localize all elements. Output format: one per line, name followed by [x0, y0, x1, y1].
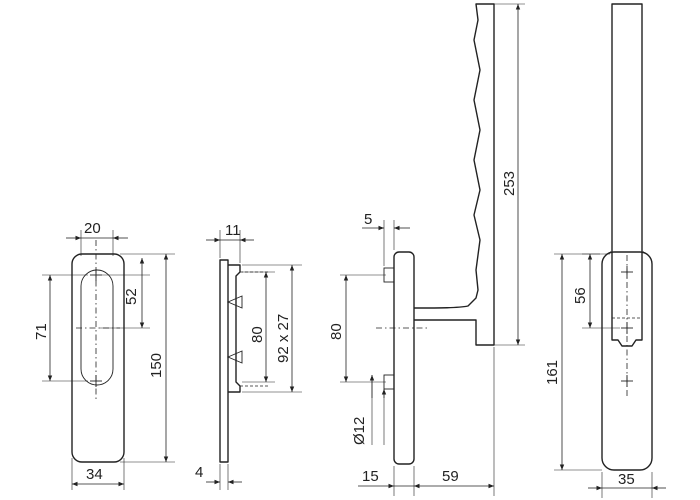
dim-handle-projection: 59 — [442, 468, 459, 485]
dim-plate-slot-length: 71 — [33, 323, 50, 340]
dim-side-depth-top: 11 — [225, 222, 241, 239]
side-section-view: 11 80 92 x 27 4 — [195, 222, 302, 490]
front-lever-outline — [611, 3, 643, 347]
dim-side-depth-bottom: 4 — [195, 464, 203, 481]
handle-lever-outline — [413, 3, 495, 346]
dim-front-upper: 56 — [572, 287, 589, 304]
dim-side-spacing: 80 — [249, 326, 266, 343]
dim-plate-width-bottom: 34 — [86, 466, 103, 483]
side-housing-outline — [228, 264, 241, 393]
dim-plate-height: 150 — [148, 353, 165, 378]
escutcheon-slot — [80, 269, 114, 386]
handle-base-plate — [393, 251, 415, 465]
side-wedge-upper — [226, 295, 243, 309]
escutcheon-plate-view: 20 71 52 150 34 — [33, 220, 175, 490]
dim-handle-offset-top: 5 — [364, 211, 372, 228]
dim-handle-pin-spacing: 80 — [328, 323, 345, 340]
handle-side-view: 5 80 Ø12 253 15 59 — [328, 3, 525, 496]
side-wedge-lower — [226, 350, 243, 364]
dim-handle-length: 253 — [501, 171, 518, 196]
side-plate-outline — [219, 259, 229, 463]
escutcheon-plate-outline — [71, 253, 125, 463]
dim-front-height: 161 — [544, 360, 561, 385]
dim-handle-base-depth: 15 — [362, 468, 379, 485]
dim-plate-width-top: 20 — [84, 220, 101, 237]
dim-side-cutout: 92 x 27 — [275, 314, 292, 363]
handle-front-view: 56 161 35 — [544, 3, 666, 498]
dim-front-width: 35 — [618, 471, 635, 488]
dim-plate-half-slot: 52 — [123, 288, 140, 305]
dim-handle-pin-diameter: Ø12 — [351, 417, 368, 445]
